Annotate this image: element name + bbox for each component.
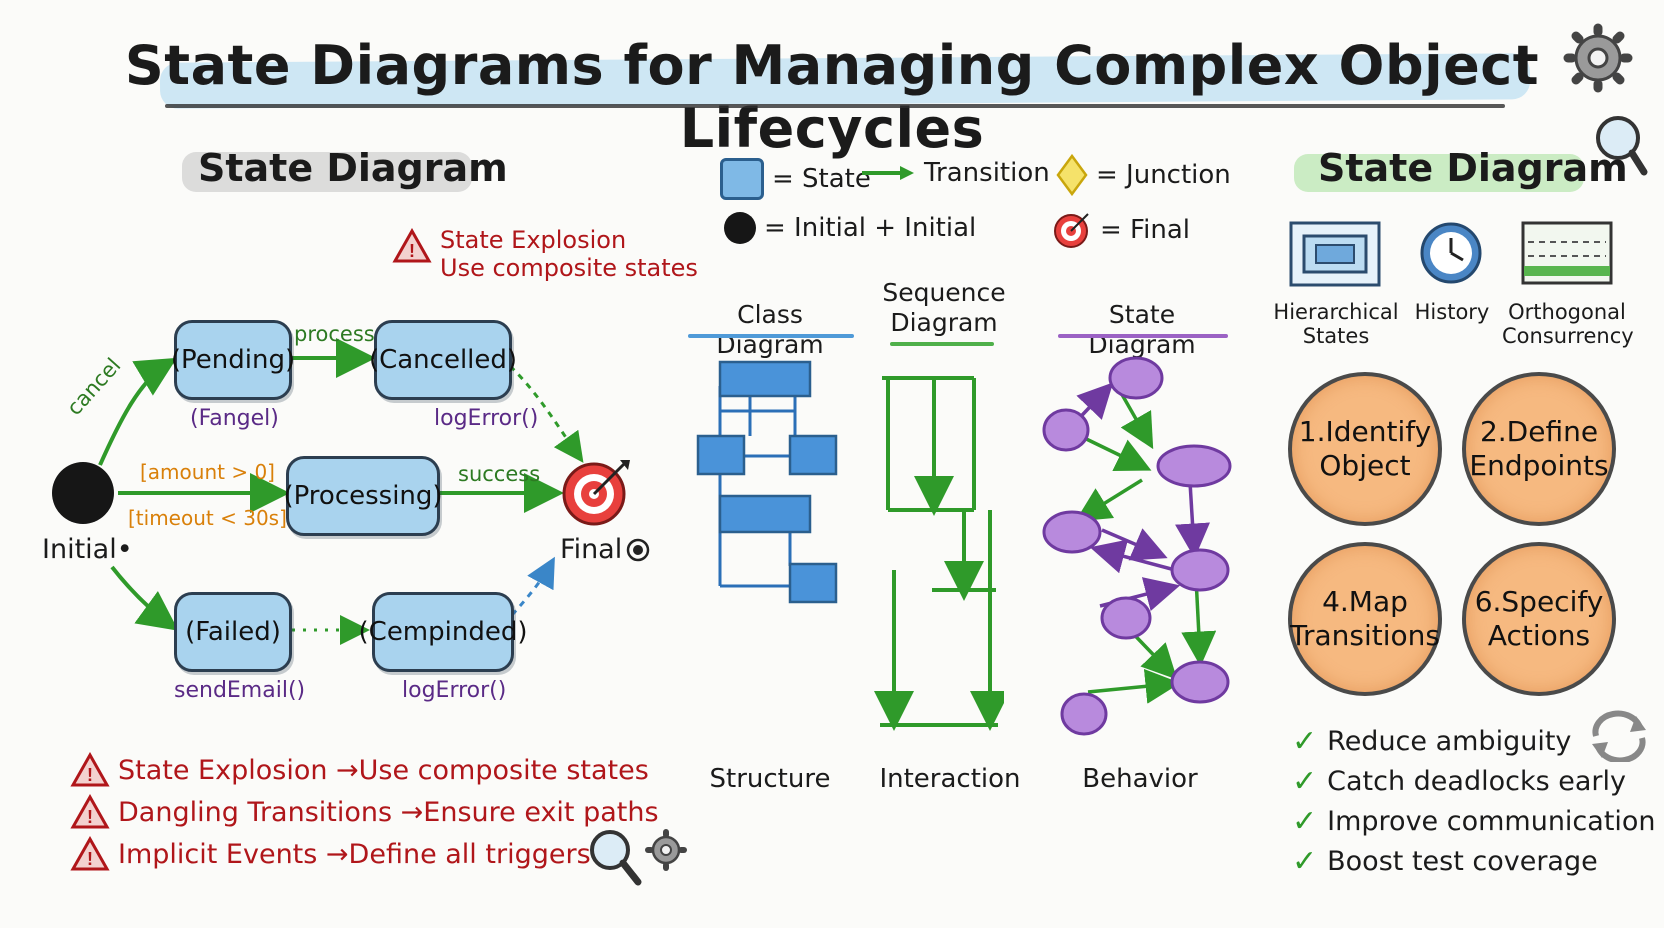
- feature-hierarchical: Hierarchical States: [1273, 300, 1399, 348]
- check-icon: ✓: [1292, 724, 1318, 759]
- left-section-title: State Diagram: [198, 146, 508, 190]
- gear-icon: [1563, 23, 1633, 93]
- step-define-endpoints: 2.Define Endpoints: [1462, 372, 1616, 526]
- warning-text-2: Dangling Transitions →Ensure exit paths: [118, 796, 659, 828]
- legend-final-label: = Final: [1100, 215, 1190, 245]
- feature-orthogonal: Orthogonal Consurrency: [1502, 300, 1634, 348]
- legend-transition: Transition: [860, 158, 1050, 188]
- benefit-text-1: Reduce ambiguity: [1327, 726, 1572, 757]
- check-icon: ✓: [1292, 844, 1318, 879]
- title-underline: [165, 104, 1505, 108]
- state-failed: (Failed): [174, 592, 292, 672]
- legend-initial-label: = Initial + Initial: [764, 213, 977, 243]
- magnifier-icon: [1596, 116, 1648, 176]
- caption-interaction: Interaction: [879, 764, 1021, 794]
- initial-node: [52, 462, 114, 524]
- orthogonal-concurrency-icon: [1521, 221, 1613, 285]
- benefit-text-2: Catch deadlocks early: [1327, 766, 1626, 797]
- col-title-sequence: Sequence Diagram: [882, 278, 1006, 337]
- legend-transition-arrow: [862, 166, 914, 180]
- right-section-title: State Diagram: [1318, 146, 1628, 190]
- warning-text-3: Implicit Events →Define all triggers: [118, 838, 591, 870]
- benefit-2: ✓ Catch deadlocks early: [1292, 764, 1626, 799]
- process-label: process: [294, 322, 375, 346]
- state-machine-arrows: [98, 338, 584, 645]
- legend-state-label: = State: [772, 164, 871, 194]
- initial-label: Initial•: [42, 534, 133, 565]
- legend-final: = Final: [1052, 210, 1190, 250]
- state-pending: (Pending): [171, 320, 295, 400]
- legend-state-swatch: [720, 158, 764, 200]
- warning-row-2: ! Dangling Transitions →Ensure exit path…: [70, 794, 659, 830]
- warning-text-1: State Explosion →Use composite states: [118, 754, 649, 786]
- legend-junction: = Junction: [1056, 154, 1231, 196]
- action-log-error-2: logError(): [402, 678, 507, 703]
- col-underline-sequence: [890, 342, 994, 346]
- col-underline-state: [1058, 334, 1228, 338]
- action-send-email: sendEmail(): [174, 678, 306, 703]
- caption-structure: Structure: [709, 764, 831, 794]
- success-label: success: [458, 462, 541, 486]
- col-title-state: State Diagram: [1088, 300, 1196, 359]
- benefit-text-4: Boost test coverage: [1327, 846, 1598, 877]
- hierarchical-states-icon: [1289, 221, 1381, 287]
- benefit-1: ✓ Reduce ambiguity: [1292, 724, 1571, 759]
- caption-behavior: Behavior: [1082, 764, 1198, 794]
- legend-transition-label: Transition: [924, 158, 1050, 188]
- step-specify-actions: 6.Specify Actions: [1462, 542, 1616, 696]
- legend-initial-dot: [724, 212, 756, 244]
- sequence-diagram-sketch: [874, 376, 1004, 731]
- svg-text:!: !: [87, 807, 93, 827]
- top-warning-line1: State Explosion: [440, 226, 627, 254]
- warning-icon: !: [70, 794, 110, 829]
- right-section-highlight: [1294, 154, 1584, 192]
- legend-final-target: [1054, 213, 1089, 248]
- refresh-icon: [1592, 710, 1646, 762]
- col-underline-class: [688, 334, 854, 338]
- svg-text:!: !: [87, 765, 93, 785]
- magnifier-icon: [590, 830, 642, 886]
- history-icon: [1420, 222, 1482, 284]
- benefit-4: ✓ Boost test coverage: [1292, 844, 1598, 879]
- col-title-class: Class Diagram: [716, 300, 824, 359]
- svg-text:!: !: [87, 849, 93, 869]
- feature-history: History: [1414, 300, 1490, 324]
- step-identify-object: 1.Identify Object: [1288, 372, 1442, 526]
- legend-junction-label: = Junction: [1096, 160, 1231, 190]
- warning-row-1: ! State Explosion →Use composite states: [70, 752, 649, 788]
- state-cancelled: (Cancelled): [369, 320, 517, 400]
- action-log-error-1: logError(): [434, 406, 539, 431]
- warning-row-3: ! Implicit Events →Define all triggers: [70, 836, 591, 872]
- step-map-transitions: 4.Map Transitions: [1288, 542, 1442, 696]
- svg-text:!: !: [409, 241, 415, 261]
- class-diagram-sketch: [696, 360, 838, 604]
- state-cempinded: (Cempinded): [359, 592, 528, 672]
- warning-icon: !: [392, 228, 432, 263]
- state-processing: (Processing): [283, 456, 443, 536]
- magnifier-gear-decor: [590, 829, 687, 886]
- state-diagram-sketch: [1042, 356, 1232, 736]
- benefit-text-3: Improve communication: [1327, 806, 1656, 837]
- guard-amount: [amount > 0]: [140, 460, 275, 484]
- benefit-3: ✓ Improve communication: [1292, 804, 1656, 839]
- gear-icon: [645, 829, 687, 871]
- warning-icon: !: [70, 836, 110, 871]
- final-label: Final: [560, 534, 623, 565]
- legend-initial: = Initial + Initial: [724, 212, 976, 244]
- final-label-wrap: Final: [560, 534, 650, 565]
- top-warning: State Explosion Use composite states: [440, 226, 698, 282]
- check-icon: ✓: [1292, 804, 1318, 839]
- top-warning-line2: Use composite states: [440, 254, 698, 282]
- final-node: [562, 460, 630, 526]
- final-marker-icon: [626, 538, 650, 561]
- left-section-highlight: [182, 152, 472, 192]
- legend-junction-diamond: [1056, 154, 1088, 196]
- legend-state: = State: [720, 158, 871, 200]
- action-fangel: (Fangel): [190, 406, 279, 431]
- warning-icon: !: [70, 752, 110, 787]
- gear-magnifier-decor: [1563, 23, 1648, 176]
- check-icon: ✓: [1292, 764, 1318, 799]
- guard-timeout: [timeout < 30s]: [128, 506, 287, 530]
